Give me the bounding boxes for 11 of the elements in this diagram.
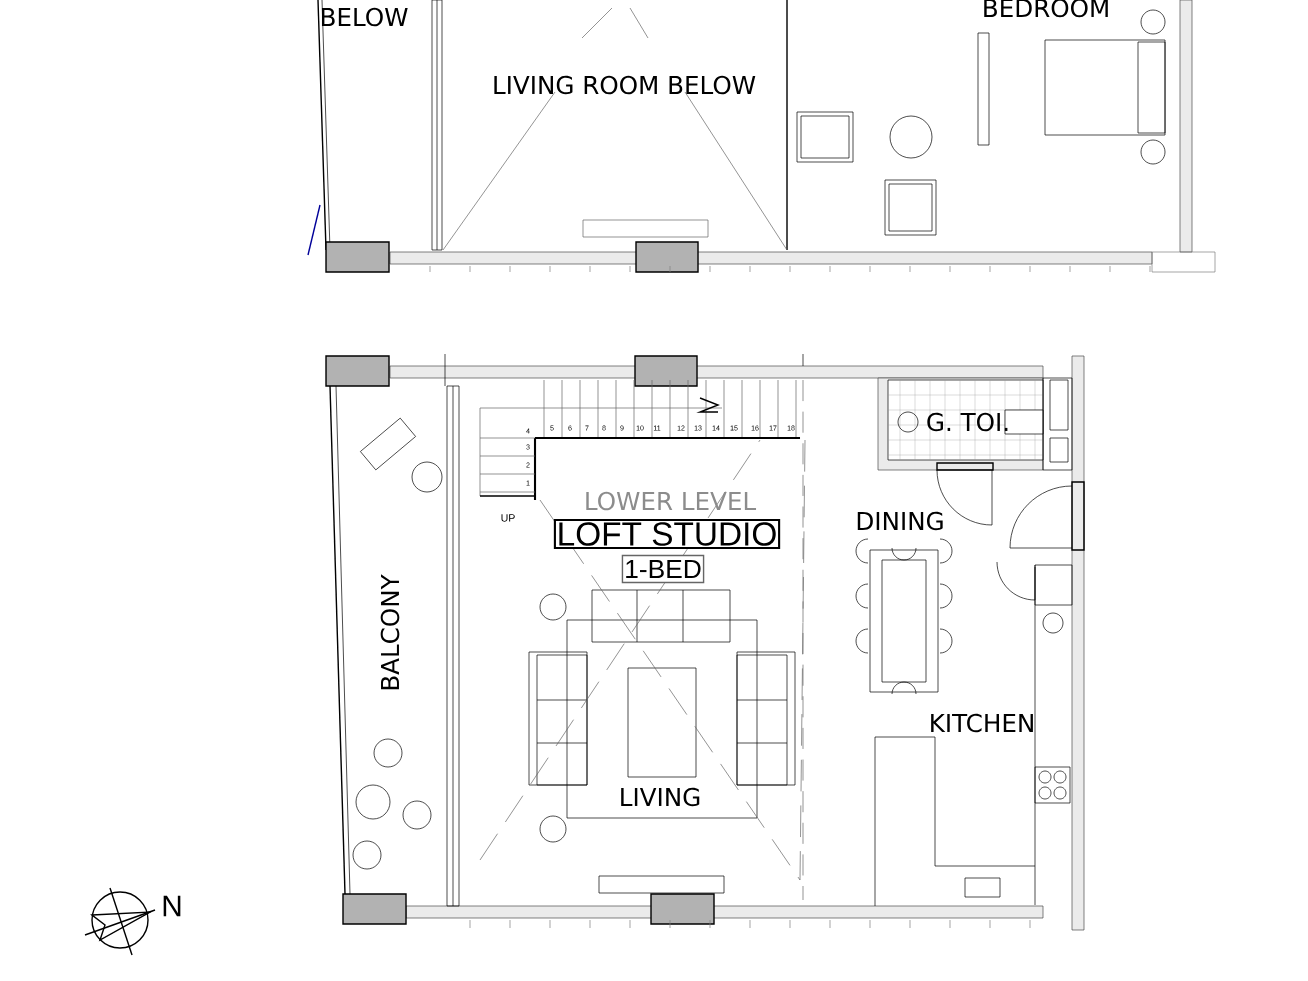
room-label: BALCONY [380,574,400,690]
room-label: G. TOI. [927,412,1008,432]
room-label: LIVING ROOM BELOW [494,75,756,95]
title-box: LOFT STUDIO [553,518,781,550]
north-label: N [163,895,181,917]
room-label: LIVING [621,787,700,807]
subtitle-box: 1-BED [621,554,705,584]
room-label: DINING [857,511,943,531]
level-label: LOWER LEVEL [586,491,757,511]
stair-label: UP [501,514,515,522]
room-label: KITCHEN [931,713,1033,733]
